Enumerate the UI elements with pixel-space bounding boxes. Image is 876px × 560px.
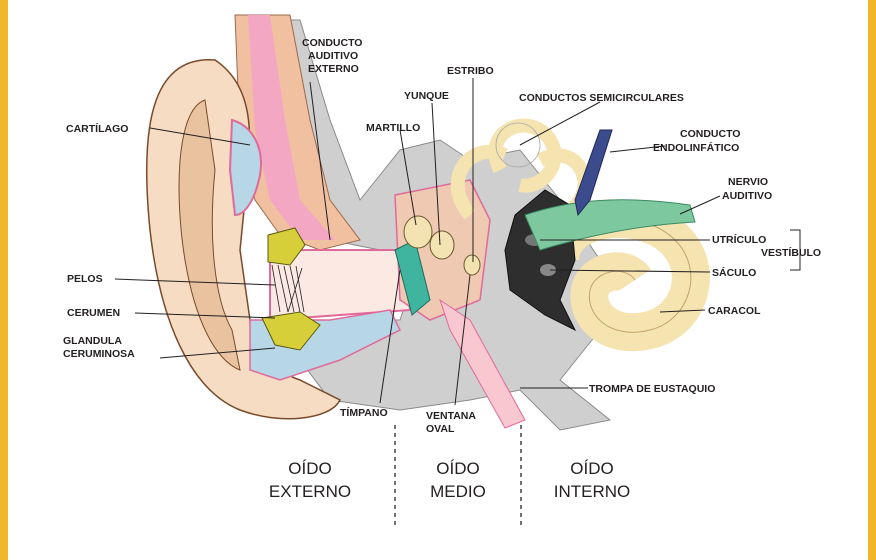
region-externo-line2: EXTERNO xyxy=(269,482,351,501)
label-glandula-1: GLANDULA xyxy=(63,335,122,347)
label-utriculo: UTRÍCULO xyxy=(712,233,766,246)
region-medio-line2: MEDIO xyxy=(430,482,486,501)
label-ventana-1: VENTANA xyxy=(426,410,476,422)
incus xyxy=(430,231,454,259)
region-interno-line2: INTERNO xyxy=(554,482,631,501)
label-nervio-1: NERVIO xyxy=(728,176,768,188)
label-conductos-semicirculares: CONDUCTOS SEMICIRCULARES xyxy=(519,92,684,104)
stapes xyxy=(464,255,480,275)
label-martillo: MARTILLO xyxy=(366,122,420,134)
label-conducto-auditivo-2: AUDITIVO xyxy=(308,50,358,62)
label-nervio-2: AUDITIVO xyxy=(722,190,772,202)
label-timpano: TÍMPANO xyxy=(340,406,388,419)
region-medio-line1: OÍDO xyxy=(436,459,479,478)
label-pelos: PELOS xyxy=(67,273,103,285)
label-ventana-2: OVAL xyxy=(426,423,455,435)
label-saculo: SÁCULO xyxy=(712,266,756,279)
label-caracol: CARACOL xyxy=(708,305,761,317)
label-conducto-endo-2: ENDOLINFÁTICO xyxy=(653,141,739,154)
region-interno-line1: OÍDO xyxy=(570,459,613,478)
label-trompa: TROMPA DE EUSTAQUIO xyxy=(589,383,715,395)
label-conducto-auditivo-3: EXTERNO xyxy=(308,63,359,75)
label-glandula-2: CERUMINOSA xyxy=(63,348,135,360)
label-vestibulo: VESTÍBULO xyxy=(761,246,821,259)
label-cartilago: CARTÍLAGO xyxy=(66,122,128,135)
malleus xyxy=(404,216,432,248)
label-conducto-endo-1: CONDUCTO xyxy=(680,128,740,140)
region-externo-line1: OÍDO xyxy=(288,459,331,478)
label-yunque: YUNQUE xyxy=(404,90,449,102)
label-conducto-auditivo-1: CONDUCTO xyxy=(302,37,362,49)
label-estribo: ESTRIBO xyxy=(447,65,494,77)
label-cerumen: CERUMEN xyxy=(67,307,120,319)
